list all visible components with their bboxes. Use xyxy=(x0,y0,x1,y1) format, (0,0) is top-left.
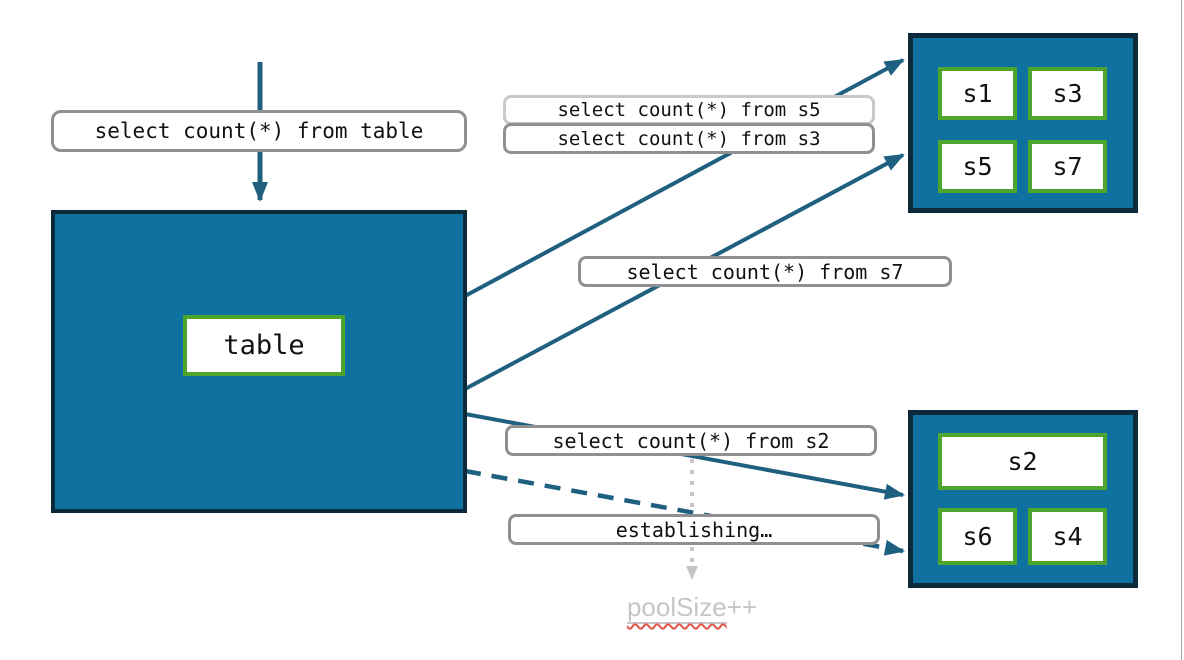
shard-s7: s7 xyxy=(1028,140,1107,193)
query-label-s5: select count(*) from s5 xyxy=(503,95,875,125)
label-establishing: establishing… xyxy=(508,514,880,545)
shard-pool-bottom: s2 s6 s4 xyxy=(908,410,1138,588)
query-label-s3: select count(*) from s3 xyxy=(503,123,875,154)
poolsize-note-suffix: ++ xyxy=(726,592,758,622)
query-label-s2: select count(*) from s2 xyxy=(505,425,877,456)
poolsize-note: poolSize++ xyxy=(600,592,784,624)
arrow-table-to-pool-bottom-dashed xyxy=(464,468,905,556)
query-label-table: select count(*) from table xyxy=(51,110,467,152)
table-container-box: table xyxy=(51,210,467,513)
table-node: table xyxy=(183,315,345,376)
shard-s3: s3 xyxy=(1028,67,1107,120)
shard-s2: s2 xyxy=(938,433,1107,490)
poolsize-note-underlined: poolSize xyxy=(626,592,727,624)
shard-s5: s5 xyxy=(938,140,1017,193)
shard-s6: s6 xyxy=(938,508,1017,565)
query-label-s7: select count(*) from s7 xyxy=(578,256,952,287)
shard-pool-top: s1 s3 s5 s7 xyxy=(908,33,1138,213)
shard-s1: s1 xyxy=(938,67,1017,120)
slide-right-edge-line xyxy=(1181,0,1182,660)
shard-s4: s4 xyxy=(1028,508,1107,565)
